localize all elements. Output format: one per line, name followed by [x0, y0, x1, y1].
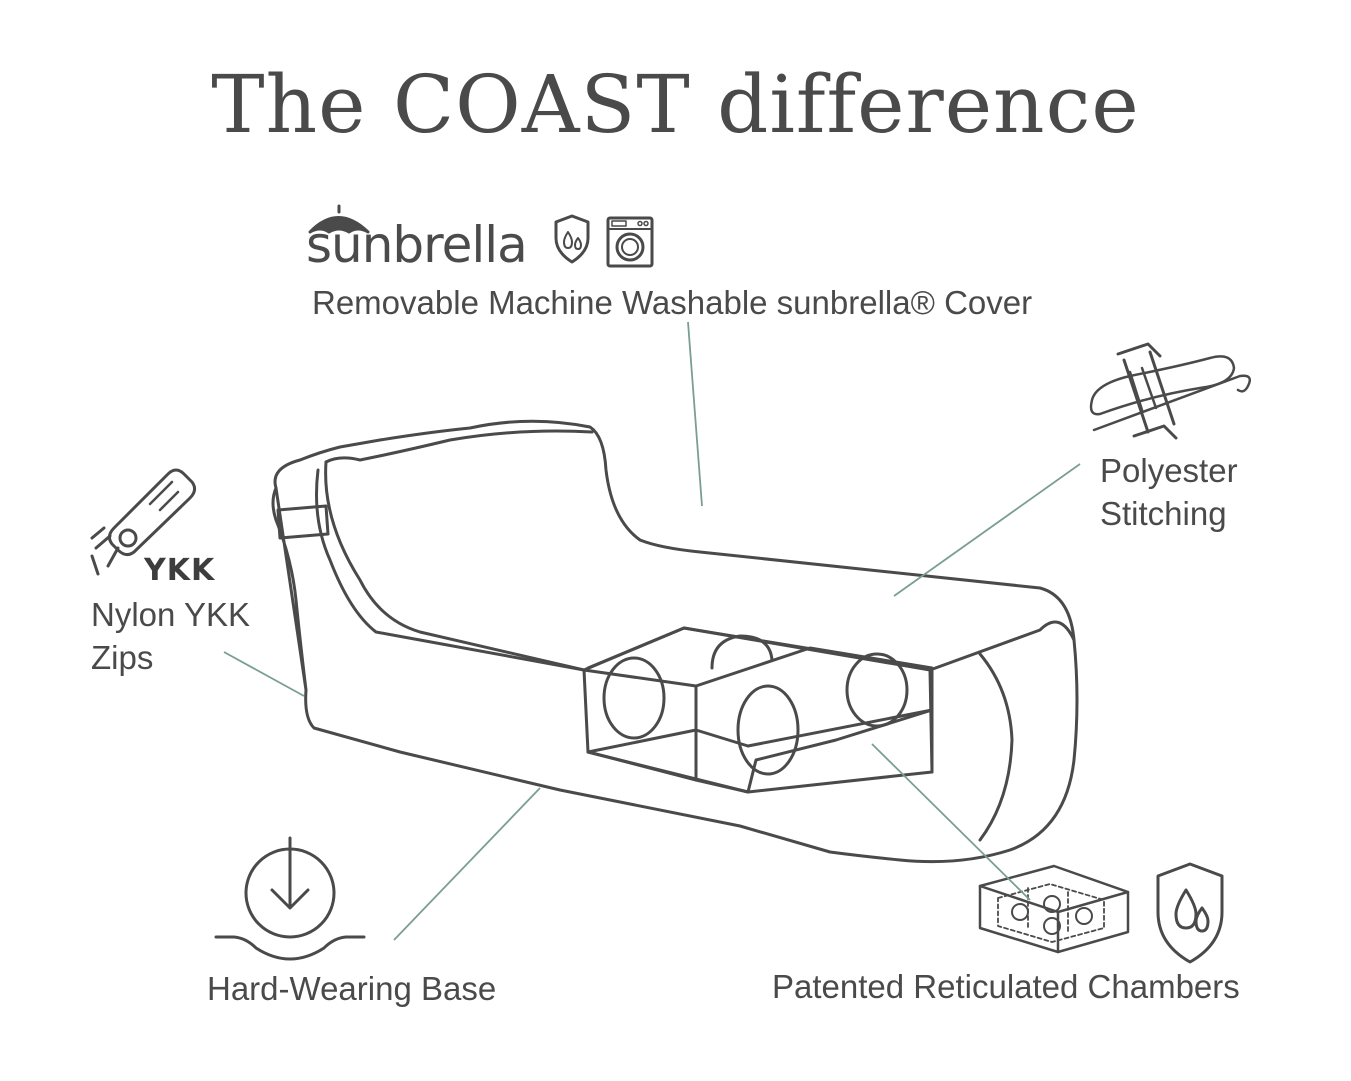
stitching-leader-line — [893, 463, 1081, 597]
base-label: Hard-Wearing Base — [207, 970, 497, 1007]
ykk-logo: YKK — [144, 553, 216, 588]
chambers-block-icon — [978, 864, 1130, 954]
thread-spool-icon — [1089, 342, 1251, 440]
water-shield-icon — [1156, 862, 1224, 964]
download-base-icon — [214, 836, 366, 961]
zips-label-line1: Nylon YKK — [91, 596, 250, 633]
stitching-label-line2: Stitching — [1100, 495, 1227, 532]
zipper-icon — [90, 468, 197, 576]
base-leader-line — [393, 787, 541, 941]
stitching-label-line1: Polyester — [1100, 452, 1238, 489]
page-title: The COAST difference — [211, 58, 1140, 151]
cover-leader-line — [687, 321, 703, 507]
chambers-leader-line — [871, 743, 1031, 901]
zips-leader-line — [223, 651, 305, 697]
umbrella-icon — [308, 204, 370, 234]
sunbrella-logo: sunbrella — [306, 216, 528, 274]
cover-label: Removable Machine Washable sunbrella® Co… — [312, 284, 1033, 321]
chambers-label: Patented Reticulated Chambers — [772, 968, 1240, 1005]
leader-lines — [223, 321, 1081, 941]
zips-label-line2: Zips — [91, 639, 154, 676]
water-shield-icon — [554, 214, 590, 264]
washing-machine-icon — [606, 216, 654, 268]
lounger-outline — [271, 419, 1079, 864]
